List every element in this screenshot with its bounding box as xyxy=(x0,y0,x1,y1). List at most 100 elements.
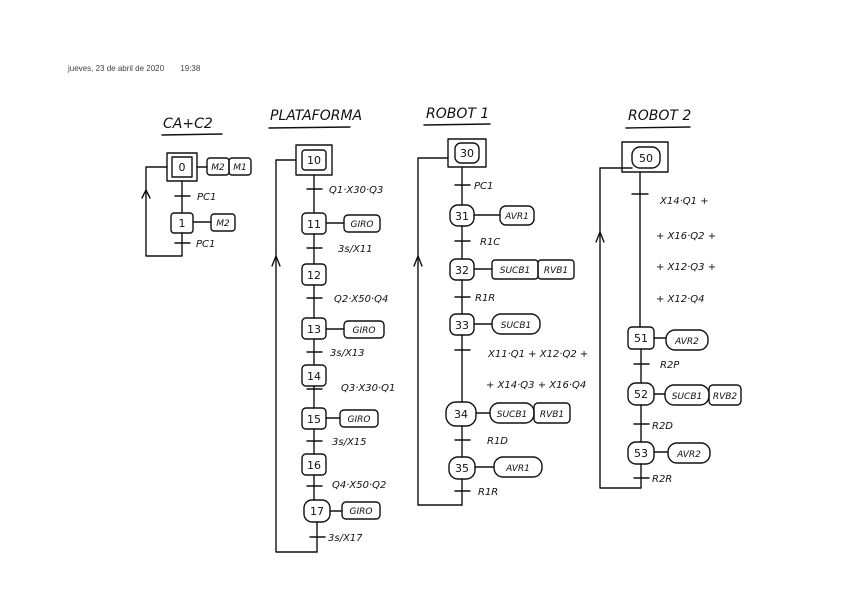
step-box xyxy=(445,401,477,427)
note-time: 19:38 xyxy=(180,64,201,73)
transition-condition: 3s/X11 xyxy=(338,244,373,255)
step-number: 11 xyxy=(307,218,321,231)
transition-condition: R1R xyxy=(478,487,498,498)
step-number: 1 xyxy=(179,217,186,230)
loop-arrow-icon xyxy=(413,255,423,267)
step-box xyxy=(631,146,661,169)
column-cadena: CA+C2 0 M2 M1 PC1 1 M2 PC1 xyxy=(141,116,252,257)
step-number: 13 xyxy=(307,323,321,336)
transition-condition: Q4·X50·Q2 xyxy=(332,480,386,491)
title-underline xyxy=(268,126,351,129)
transition-condition: + X14·Q3 + X16·Q4 xyxy=(486,380,586,391)
step-box-initial xyxy=(621,141,669,173)
loop-arrow-icon xyxy=(141,189,151,199)
step-box xyxy=(454,142,480,164)
action-box xyxy=(493,456,543,478)
column-robot1: ROBOT 1 30 PC1 31 AVR1 R1C 32 SUCB1 RVB1… xyxy=(413,106,588,506)
column-title: PLATAFORMA xyxy=(270,108,362,124)
return-loop xyxy=(275,159,318,553)
column-title: CA+C2 xyxy=(163,116,213,132)
action-box xyxy=(343,320,385,339)
transition-condition: R1D xyxy=(487,436,508,447)
transition-condition: Q1·X30·Q3 xyxy=(329,185,383,196)
step-number: 0 xyxy=(179,161,186,174)
loop-arrow-icon xyxy=(271,255,281,267)
action-label: AVR2 xyxy=(674,337,699,347)
return-loop xyxy=(599,167,642,489)
transition-condition: R1R xyxy=(475,293,495,304)
return-loop xyxy=(145,166,183,257)
transition-condition: + X12·Q4 xyxy=(656,294,705,305)
transition-condition: R2P xyxy=(660,360,680,371)
action-label: AVR1 xyxy=(505,464,530,474)
step-number: 12 xyxy=(307,269,321,282)
action-label: GIRO xyxy=(350,507,373,517)
step-number: 31 xyxy=(455,210,469,223)
step-number: 33 xyxy=(455,319,469,332)
transition-condition: 3s/X15 xyxy=(332,437,367,448)
action-label: M1 xyxy=(233,163,247,173)
action-box xyxy=(533,402,571,424)
action-label: GIRO xyxy=(348,415,371,425)
return-loop xyxy=(417,157,463,506)
step-number: 17 xyxy=(310,505,324,518)
step-number: 34 xyxy=(454,408,468,421)
action-label: RVB2 xyxy=(713,392,738,402)
transition-condition: 3s/X17 xyxy=(328,533,363,544)
transition-condition: PC1 xyxy=(196,239,215,250)
step-number: 14 xyxy=(307,370,321,383)
transition-condition: + X16·Q2 + xyxy=(656,231,716,242)
transition-condition: R1C xyxy=(480,237,500,248)
action-label: SUCB1 xyxy=(500,266,531,276)
column-title: ROBOT 1 xyxy=(426,106,489,122)
transition-condition: R2R xyxy=(652,474,672,485)
action-label: M2 xyxy=(216,219,230,229)
step-number: 32 xyxy=(455,264,469,277)
step-number: 52 xyxy=(634,388,648,401)
transition-condition: PC1 xyxy=(197,192,216,203)
action-box xyxy=(491,313,541,335)
action-box xyxy=(343,214,381,233)
transition-condition: X14·Q1 + xyxy=(659,196,709,207)
action-box xyxy=(499,205,535,226)
transition-condition: R2D xyxy=(652,421,673,432)
loop-arrow-icon xyxy=(595,231,605,243)
transition-condition: Q3·X30·Q1 xyxy=(341,383,395,394)
transition-condition: Q2·X50·Q4 xyxy=(334,294,388,305)
step-number: 51 xyxy=(634,332,648,345)
column-title: ROBOT 2 xyxy=(628,108,691,124)
title-underline xyxy=(161,133,223,136)
action-box xyxy=(537,259,575,280)
action-label: AVR2 xyxy=(676,450,701,460)
step-box xyxy=(171,156,193,178)
action-label: AVR1 xyxy=(504,212,529,222)
step-number: 16 xyxy=(307,459,321,472)
action-label: RVB1 xyxy=(544,266,568,276)
action-label: SUCB1 xyxy=(497,410,528,420)
transition-condition: 3s/X13 xyxy=(330,348,365,359)
column-robot2: ROBOT 2 50 X14·Q1 + + X16·Q2 + + X12·Q3 … xyxy=(595,108,742,489)
transition-condition: + X12·Q3 + xyxy=(656,262,716,273)
action-box xyxy=(341,501,381,520)
note-timestamp: jueves, 23 de abril de 2020 19:38 xyxy=(68,64,200,73)
transition-condition: X11·Q1 + X12·Q2 + xyxy=(487,349,588,360)
transition-condition: PC1 xyxy=(474,181,493,192)
step-number: 15 xyxy=(307,413,321,426)
action-label: SUCB1 xyxy=(501,321,532,331)
step-number: 50 xyxy=(639,152,653,165)
action-box xyxy=(210,213,236,232)
step-number: 35 xyxy=(455,462,469,475)
action-label: M2 xyxy=(211,163,225,173)
action-box xyxy=(708,384,742,406)
action-label: GIRO xyxy=(351,220,374,230)
action-box xyxy=(667,442,711,464)
step-number: 53 xyxy=(634,447,648,460)
column-plataforma: PLATAFORMA 10 Q1·X30·Q3 11 GIRO 3s/X11 1… xyxy=(268,108,395,553)
action-box xyxy=(665,329,709,351)
action-box xyxy=(339,409,379,428)
title-underline xyxy=(423,123,491,126)
step-box-initial xyxy=(447,138,487,168)
title-underline xyxy=(625,126,691,129)
action-box xyxy=(228,157,252,176)
